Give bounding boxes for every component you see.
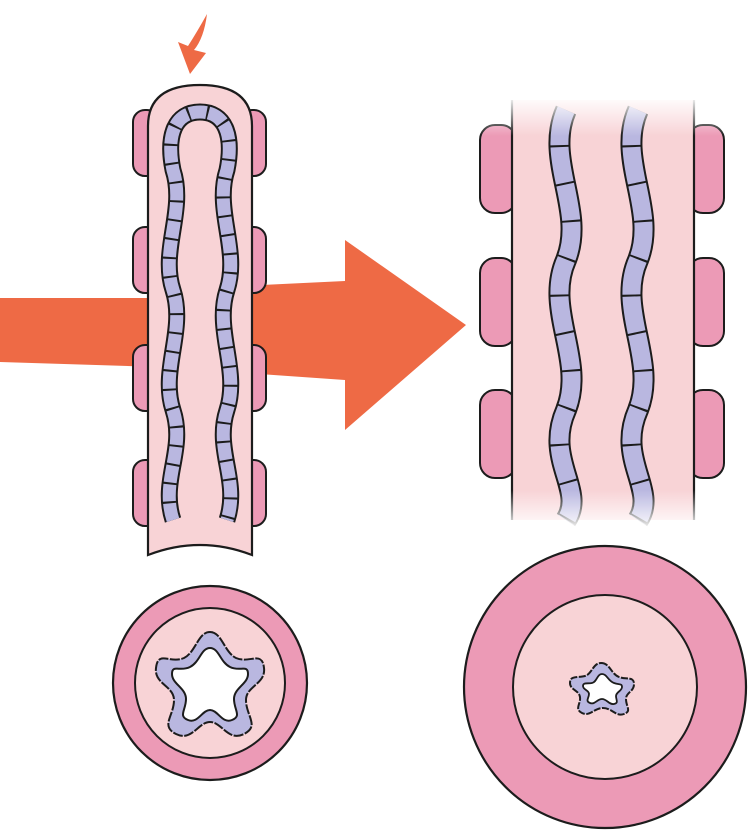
- wide-tube-wall: [512, 100, 694, 520]
- narrow-cross-section: [113, 586, 307, 780]
- curved-arrow-icon: [178, 14, 207, 74]
- wide-tube: [470, 96, 730, 530]
- wide-cross-section: [464, 546, 746, 828]
- narrow-tube: [133, 85, 266, 555]
